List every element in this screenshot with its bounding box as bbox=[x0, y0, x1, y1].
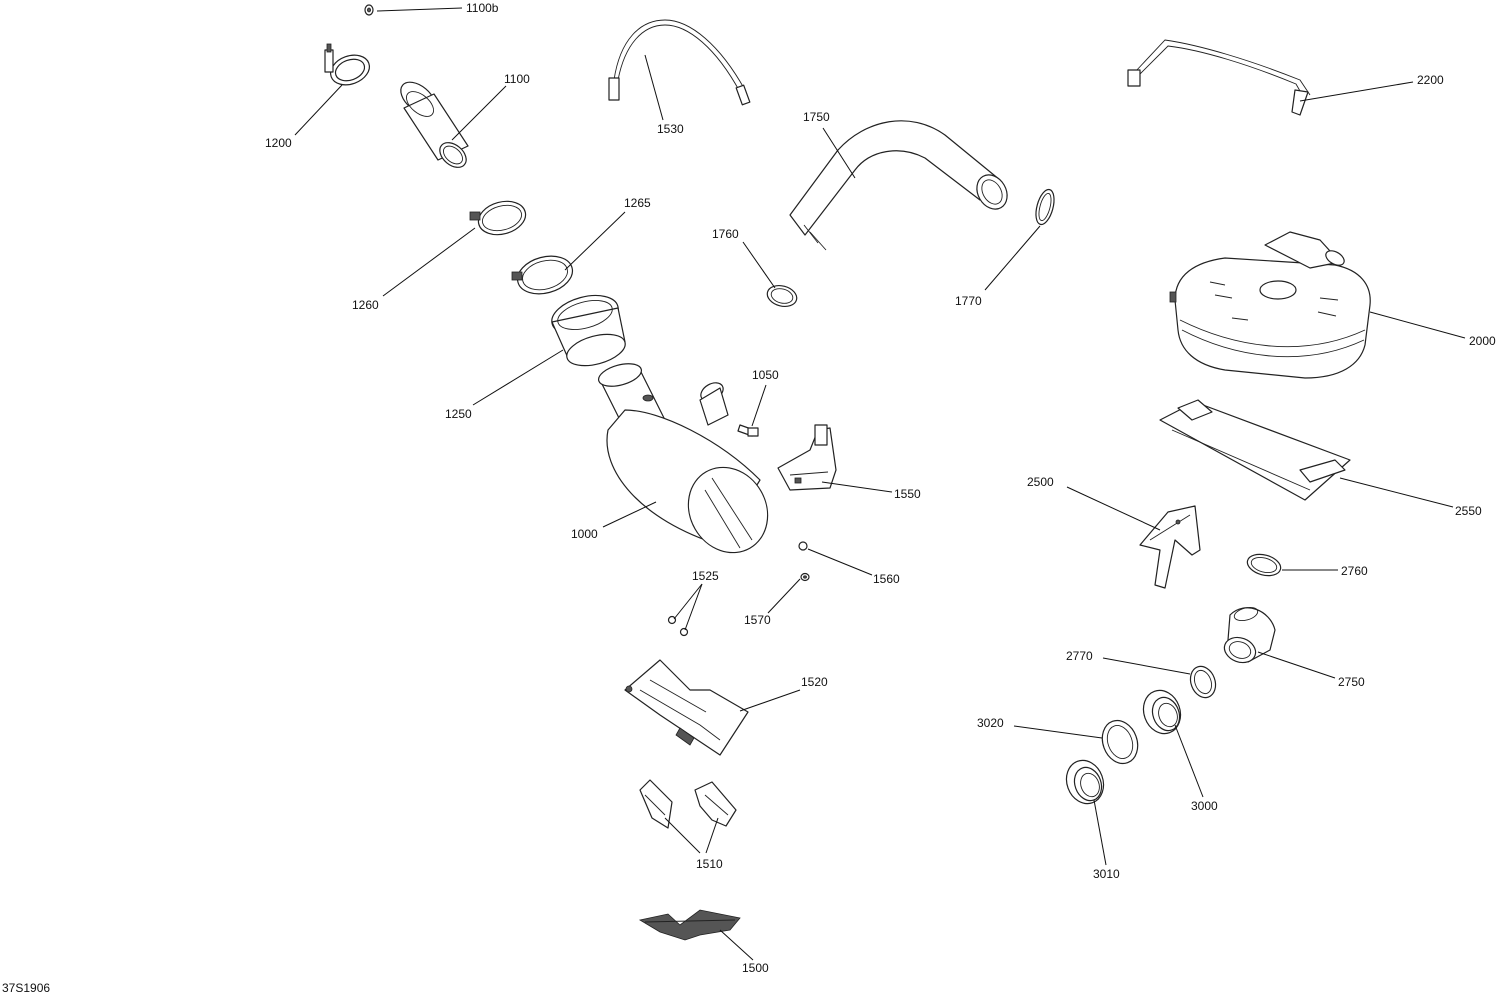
callout-1525: 1525 bbox=[692, 569, 719, 583]
callout-1760: 1760 bbox=[712, 227, 739, 241]
callout-1265: 1265 bbox=[624, 196, 651, 210]
part-1530-strap-icon bbox=[608, 19, 751, 106]
part-2770-clamp-icon bbox=[1189, 665, 1217, 699]
callout-3020: 3020 bbox=[977, 716, 1004, 730]
part-1770-clamp-icon bbox=[1035, 188, 1055, 226]
figure-code: 37S1906 bbox=[2, 981, 50, 995]
part-1550-bracket-icon bbox=[777, 424, 837, 491]
callout-1520: 1520 bbox=[801, 675, 828, 689]
part-1760-clamp-icon bbox=[766, 284, 798, 308]
part-1000-canister-icon bbox=[597, 363, 769, 554]
part-1100b-nut-icon bbox=[364, 4, 374, 16]
callout-1570: 1570 bbox=[744, 613, 771, 627]
callout-2550: 2550 bbox=[1455, 504, 1482, 518]
part-1500-pad-icon bbox=[638, 909, 741, 941]
part-2200-strap-icon bbox=[1127, 39, 1311, 116]
callout-1200: 1200 bbox=[265, 136, 292, 150]
part-2550-heat-shield-icon bbox=[1159, 399, 1351, 501]
part-1525-screw-icon bbox=[667, 615, 689, 637]
part-1250-sleeve-icon bbox=[551, 294, 626, 367]
callout-2200: 2200 bbox=[1417, 73, 1444, 87]
callout-2000: 2000 bbox=[1469, 334, 1496, 348]
part-2750-elbow-icon bbox=[1223, 606, 1276, 664]
part-3020-ring-icon bbox=[1101, 719, 1139, 765]
part-1050-sensor-icon bbox=[737, 424, 759, 437]
callout-1260: 1260 bbox=[352, 298, 379, 312]
part-2500-bracket-icon bbox=[1139, 505, 1201, 589]
callout-1530: 1530 bbox=[657, 122, 684, 136]
part-1200-clamp-icon bbox=[324, 43, 370, 86]
callout-3010: 3010 bbox=[1093, 867, 1120, 881]
callout-1560: 1560 bbox=[873, 572, 900, 586]
part-1260-clamp-icon bbox=[469, 200, 527, 236]
part-3010-fitting-icon bbox=[1065, 759, 1105, 805]
part-1265-clamp-icon bbox=[511, 255, 574, 295]
callout-1500: 1500 bbox=[742, 961, 769, 975]
part-2000-muffler-icon bbox=[1169, 231, 1371, 379]
part-1510-clip-icon bbox=[639, 779, 737, 829]
callout-1750: 1750 bbox=[803, 110, 830, 124]
part-3000-fitting-icon bbox=[1142, 689, 1182, 735]
callout-1100b: 1100b bbox=[466, 1, 499, 15]
callout-1050: 1050 bbox=[752, 368, 779, 382]
callout-1000: 1000 bbox=[571, 527, 598, 541]
callout-1250: 1250 bbox=[445, 407, 472, 421]
part-2760-clamp-icon bbox=[1246, 553, 1282, 577]
part-1520-heat-shield-icon bbox=[624, 659, 749, 756]
callout-2500: 2500 bbox=[1027, 475, 1054, 489]
callout-2750: 2750 bbox=[1338, 675, 1365, 689]
part-1560-nut-icon bbox=[798, 541, 808, 551]
callout-1510: 1510 bbox=[696, 857, 723, 871]
callout-1100: 1100 bbox=[504, 72, 530, 86]
callout-1770: 1770 bbox=[955, 294, 982, 308]
leader-lines bbox=[294, 7, 1466, 961]
part-1570-washer-icon bbox=[800, 572, 810, 582]
part-1750-bent-pipe-icon bbox=[789, 120, 1008, 251]
callout-3000: 3000 bbox=[1191, 799, 1218, 813]
callout-2760: 2760 bbox=[1341, 564, 1368, 578]
part-1100-pipe-icon bbox=[400, 81, 469, 168]
callout-1550: 1550 bbox=[894, 487, 921, 501]
callout-2770: 2770 bbox=[1066, 649, 1093, 663]
